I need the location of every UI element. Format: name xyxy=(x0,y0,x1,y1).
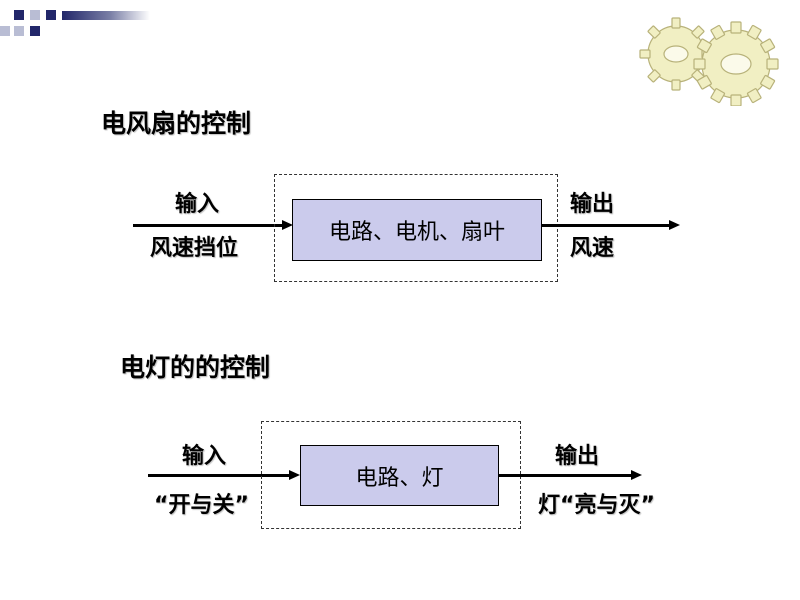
lamp-output-value: 灯“亮与灭” xyxy=(538,493,655,518)
lamp-output-label: 输出 xyxy=(555,444,600,469)
fan-section-title: 电风扇的控制 xyxy=(101,109,252,138)
corner-square xyxy=(30,26,40,36)
fan-output-arrowhead xyxy=(669,220,680,230)
lamp-input-arrow xyxy=(148,474,290,477)
corner-decoration xyxy=(0,0,150,45)
gears-icon xyxy=(628,14,788,107)
lamp-input-label: 输入 xyxy=(182,444,227,469)
corner-gradient-bar xyxy=(62,11,150,20)
corner-square xyxy=(14,10,24,20)
corner-square xyxy=(0,26,10,36)
fan-system-boundary xyxy=(274,174,558,282)
fan-input-label: 输入 xyxy=(175,192,220,217)
lamp-output-arrowhead xyxy=(631,470,642,480)
lamp-input-value: “开与关” xyxy=(154,493,249,518)
lamp-section-title: 电灯的的控制 xyxy=(120,353,271,382)
fan-output-value: 风速 xyxy=(570,236,615,261)
corner-square xyxy=(46,10,56,20)
corner-square xyxy=(14,26,24,36)
fan-output-label: 输出 xyxy=(570,192,615,217)
fan-input-arrow xyxy=(133,224,283,227)
fan-input-arrowhead xyxy=(282,220,293,230)
lamp-input-arrowhead xyxy=(289,470,300,480)
fan-input-value: 风速挡位 xyxy=(150,236,239,261)
corner-square xyxy=(30,10,40,20)
lamp-process-box: 电路、灯 xyxy=(300,445,499,506)
fan-process-box: 电路、电机、扇叶 xyxy=(292,199,542,261)
fan-output-arrow xyxy=(542,224,670,227)
lamp-output-arrow xyxy=(499,474,632,477)
